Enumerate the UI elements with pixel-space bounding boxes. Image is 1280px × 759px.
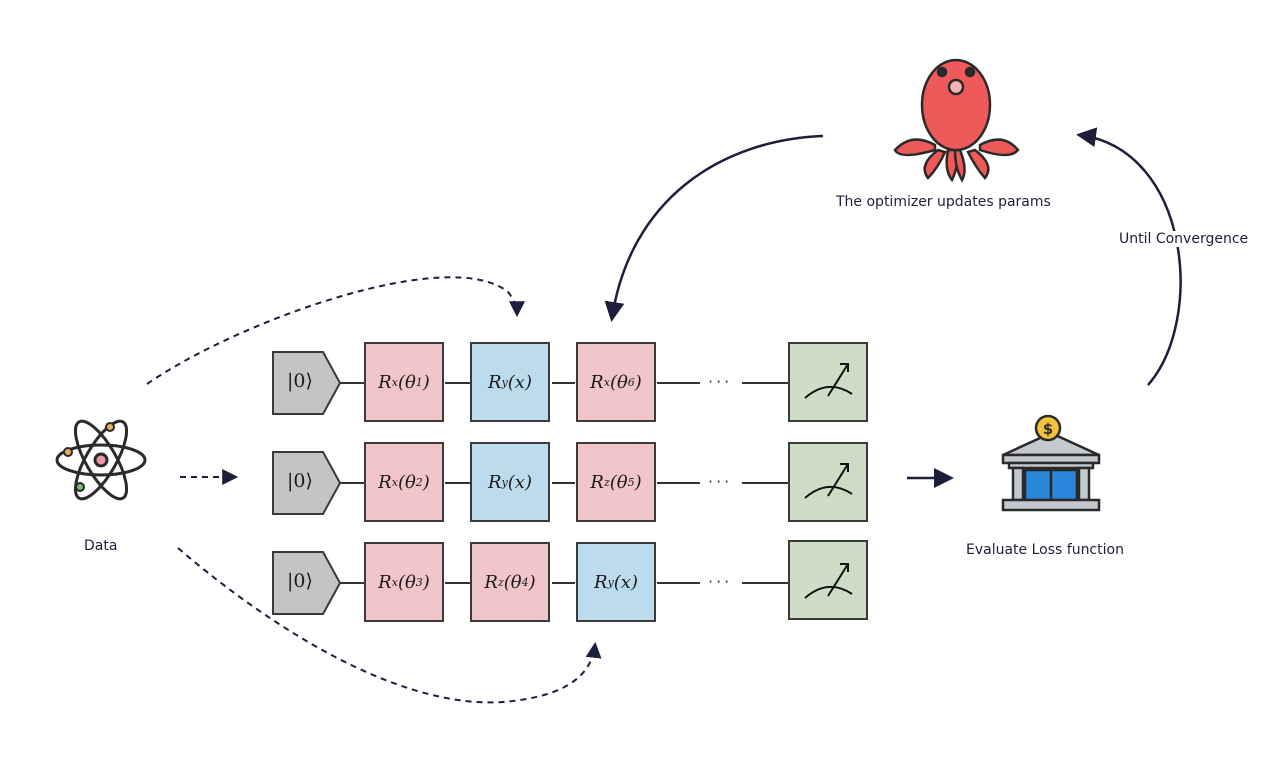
arrow-loss-to-optimizer [1076,127,1182,386]
measurement-meter-icon [804,363,853,599]
ket-label: |0⟩ [287,370,313,392]
gate-arg: (x [507,471,525,493]
ket-shape-1 [272,351,342,415]
gate-base: R [488,371,502,393]
gate-sub: y [501,375,508,389]
gate-sub: y [501,475,508,489]
gate-sub: z [603,475,610,489]
convergence-label: Until Convergence [1117,231,1251,247]
data-label: Data [84,538,118,554]
gate-close: ) [630,571,638,593]
octopus-icon [893,58,1020,183]
gate-argsub: 1 [415,375,423,389]
gate-argsub: 6 [627,375,635,389]
gate-close: ) [524,471,532,493]
ket-label: |0⟩ [287,570,313,592]
gate-arg: (x [507,371,525,393]
gate-arg: (θ [397,571,416,593]
ellipsis: ··· [708,472,733,491]
gate-base: R [590,371,604,393]
ket-shape-3 [272,551,342,615]
gate-argsub: 2 [415,475,423,489]
gate-close: ) [634,371,642,393]
gate-close: ) [422,371,430,393]
arrow-optimizer-to-circuit [604,134,824,322]
gate-arg: (θ [609,471,628,493]
gate-arg: (θ [397,371,416,393]
circuit-wires [340,382,788,584]
gate-sub: y [607,575,614,589]
gate-close: ) [422,471,430,493]
gate-arg: (θ [397,471,416,493]
gate-sub: x [391,575,398,589]
ellipsis: ··· [708,572,733,591]
gate-sub: x [603,375,610,389]
gate-base: R [488,471,502,493]
gate-close: ) [422,571,430,593]
ket-shape-2 [272,451,342,515]
gate-base: R [484,571,498,593]
gate-sub: x [391,475,398,489]
dashed-arrow-to-ry-bottom [177,547,602,704]
gate-arg: (θ [503,571,522,593]
gate-arg: (θ [609,371,628,393]
dashed-arrow-to-rx-top [146,276,525,385]
bank-icon: $ [1001,414,1101,512]
gate-argsub: 4 [521,575,529,589]
ket-shapes [272,351,342,615]
gate-argsub: 5 [627,475,635,489]
ellipsis: ··· [708,372,733,391]
gate-close: ) [524,371,532,393]
gate-sub: x [391,375,398,389]
gate-close: ) [634,471,642,493]
gate-base: R [594,571,608,593]
gate-argsub: 3 [415,575,423,589]
optimizer-label: The optimizer updates params [836,194,1051,210]
gate-base: R [378,371,392,393]
ket-label: |0⟩ [287,470,313,492]
gate-base: R [590,471,604,493]
svg-text:$: $ [1043,420,1053,438]
gate-sub: z [497,575,504,589]
atom-icon [55,419,147,501]
gate-close: ) [528,571,536,593]
gate-base: R [378,471,392,493]
gate-base: R [378,571,392,593]
gate-arg: (x [613,571,631,593]
loss-label: Evaluate Loss function [966,542,1124,558]
